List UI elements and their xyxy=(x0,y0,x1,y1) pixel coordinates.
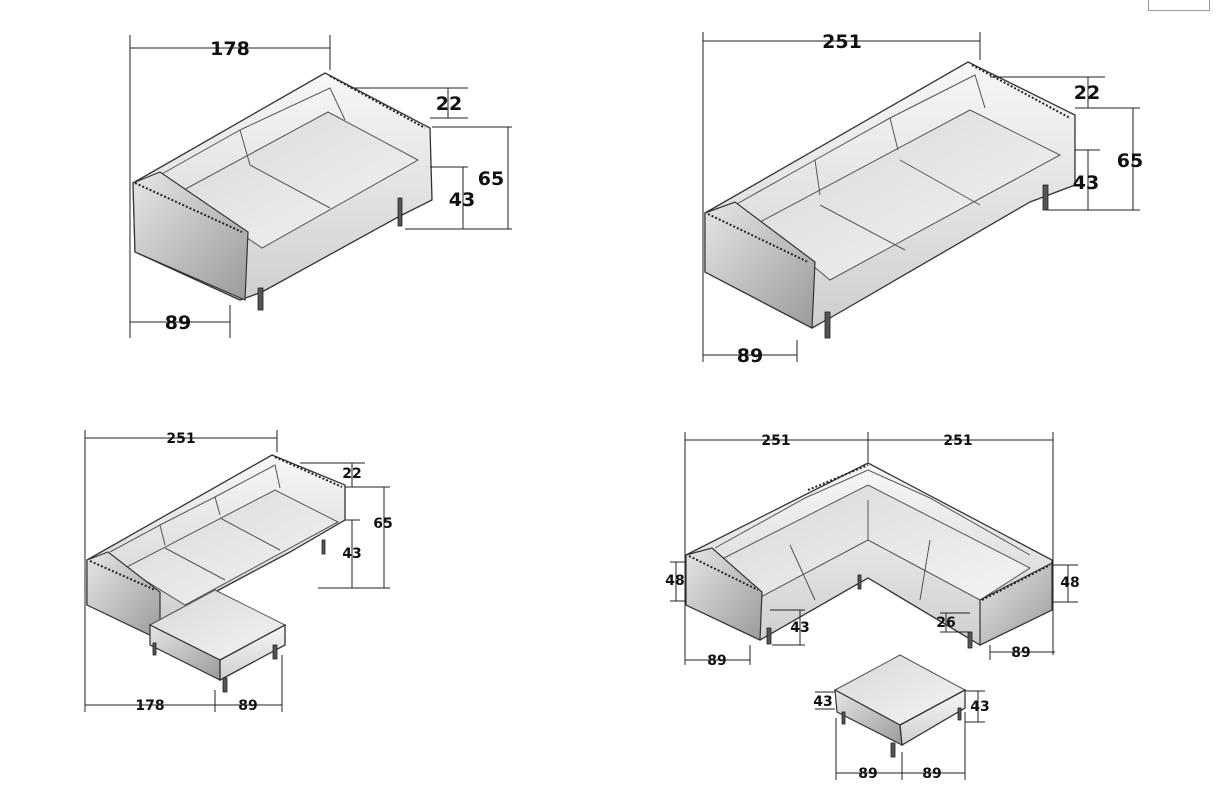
three-seater-total-height-label: 65 xyxy=(1117,150,1143,172)
chaise-sofa-seat-height-label: 43 xyxy=(342,546,361,562)
chaise-sofa-width-label: 251 xyxy=(166,431,195,447)
chaise-width-label: 89 xyxy=(238,698,257,714)
two-seater-arm-height-label: 22 xyxy=(436,93,462,115)
corner-sofa-left-height-label: 48 xyxy=(665,573,684,589)
chaise-sofa-total-height-label: 65 xyxy=(373,516,392,532)
corner-sofa-seat-height-left-label: 43 xyxy=(790,620,809,636)
two-seater-drawing: 178 89 22 65 43 xyxy=(129,35,512,338)
ottoman-drawing: 43 43 89 89 xyxy=(813,654,990,782)
corner-sofa-drawing: 251 251 48 48 43 26 89 89 xyxy=(665,432,1080,669)
corner-sofa-right-height-label: 48 xyxy=(1060,575,1079,591)
corner-sofa-right-width-label: 251 xyxy=(943,433,972,449)
chaise-sofa-main-width-label: 178 xyxy=(135,698,164,714)
ottoman-left-width-label: 89 xyxy=(858,766,877,782)
two-seater-depth-label: 89 xyxy=(165,312,191,334)
two-seater-seat-height-label: 43 xyxy=(449,189,475,211)
three-seater-depth-label: 89 xyxy=(737,345,763,367)
three-seater-width-label: 251 xyxy=(822,31,862,53)
corner-sofa-right-depth-label: 89 xyxy=(1011,645,1030,661)
corner-frame xyxy=(1148,0,1210,11)
corner-sofa-left-depth-label: 89 xyxy=(707,653,726,669)
two-seater-width-label: 178 xyxy=(210,38,250,60)
two-seater-total-height-label: 65 xyxy=(478,168,504,190)
ottoman-right-height-label: 43 xyxy=(970,699,989,715)
three-seater-drawing: 251 89 22 65 43 xyxy=(702,31,1143,367)
ottoman-left-height-label: 43 xyxy=(813,694,832,710)
three-seater-arm-height-label: 22 xyxy=(1074,82,1100,104)
three-seater-seat-height-label: 43 xyxy=(1073,172,1099,194)
corner-sofa-seat-height-right-label: 26 xyxy=(936,615,955,631)
chaise-sofa-arm-height-label: 22 xyxy=(342,466,361,482)
corner-sofa-left-width-label: 251 xyxy=(761,433,790,449)
ottoman-right-width-label: 89 xyxy=(922,766,941,782)
chaise-sofa-drawing: 251 178 89 22 65 43 xyxy=(84,430,393,714)
